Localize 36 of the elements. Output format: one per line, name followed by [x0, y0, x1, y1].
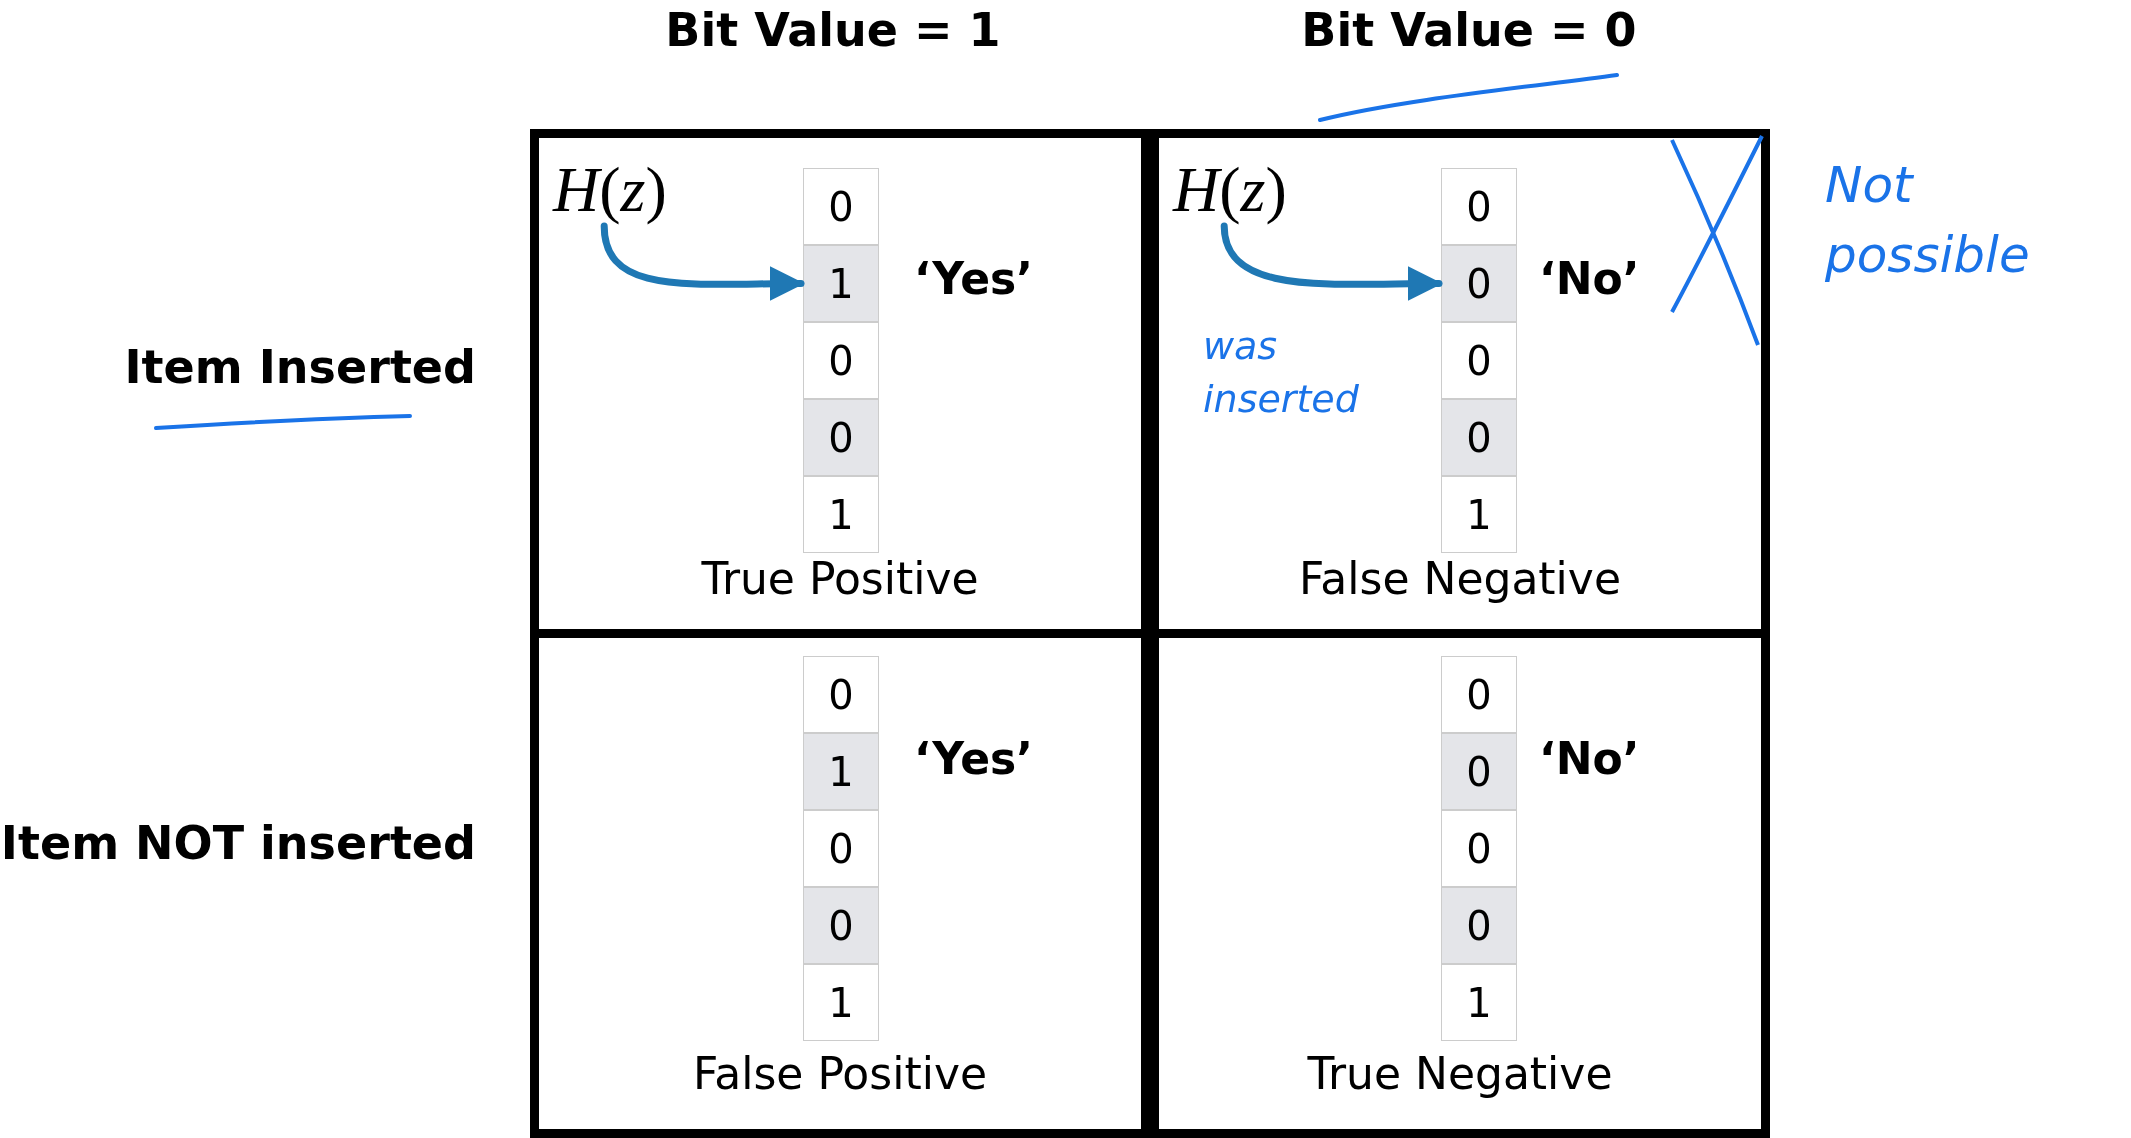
- answer-text: ‘Yes’: [914, 733, 1033, 784]
- bit-cell: 1: [803, 733, 879, 810]
- bit-cell: 0: [803, 322, 879, 399]
- bit-cell: 0: [1441, 168, 1517, 245]
- handwritten-note: Not possible: [1825, 155, 2031, 286]
- answer-text: ‘No’: [1539, 733, 1640, 784]
- answer-text: ‘No’: [1539, 253, 1640, 304]
- bit-cell: 0: [803, 168, 879, 245]
- outcome-caption: True Positive: [700, 553, 980, 604]
- bit-cell: 1: [1441, 964, 1517, 1041]
- arrow: [1220, 222, 1443, 302]
- bit-cell: 0: [1441, 887, 1517, 964]
- bit-cell: 1: [803, 245, 879, 322]
- bit-cell: 0: [803, 656, 879, 733]
- bit-cell: 1: [803, 476, 879, 553]
- outcome-caption: True Negative: [1306, 1048, 1614, 1099]
- bit-cell: 0: [1441, 245, 1517, 322]
- bit-cell: 0: [1441, 656, 1517, 733]
- row-header: Item NOT inserted: [0, 814, 476, 872]
- handwritten-note: was inserted: [1203, 323, 1360, 424]
- outcome-caption: False Positive: [691, 1048, 989, 1099]
- bit-cell: 1: [803, 964, 879, 1041]
- bit-cell: 0: [1441, 322, 1517, 399]
- bit-cell: 0: [1441, 733, 1517, 810]
- column-header: Bit Value = 1: [665, 1, 1001, 59]
- bit-cell: 0: [1441, 810, 1517, 887]
- arrow: [600, 222, 805, 302]
- bit-cell: 0: [803, 399, 879, 476]
- answer-text: ‘Yes’: [914, 253, 1033, 304]
- bit-cell: 0: [803, 887, 879, 964]
- bit-cell: 0: [803, 810, 879, 887]
- bit-cell: 0: [1441, 399, 1517, 476]
- row-header: Item Inserted: [124, 338, 476, 396]
- column-header: Bit Value = 0: [1301, 1, 1637, 59]
- bit-cell: 1: [1441, 476, 1517, 553]
- outcome-caption: False Negative: [1298, 553, 1622, 604]
